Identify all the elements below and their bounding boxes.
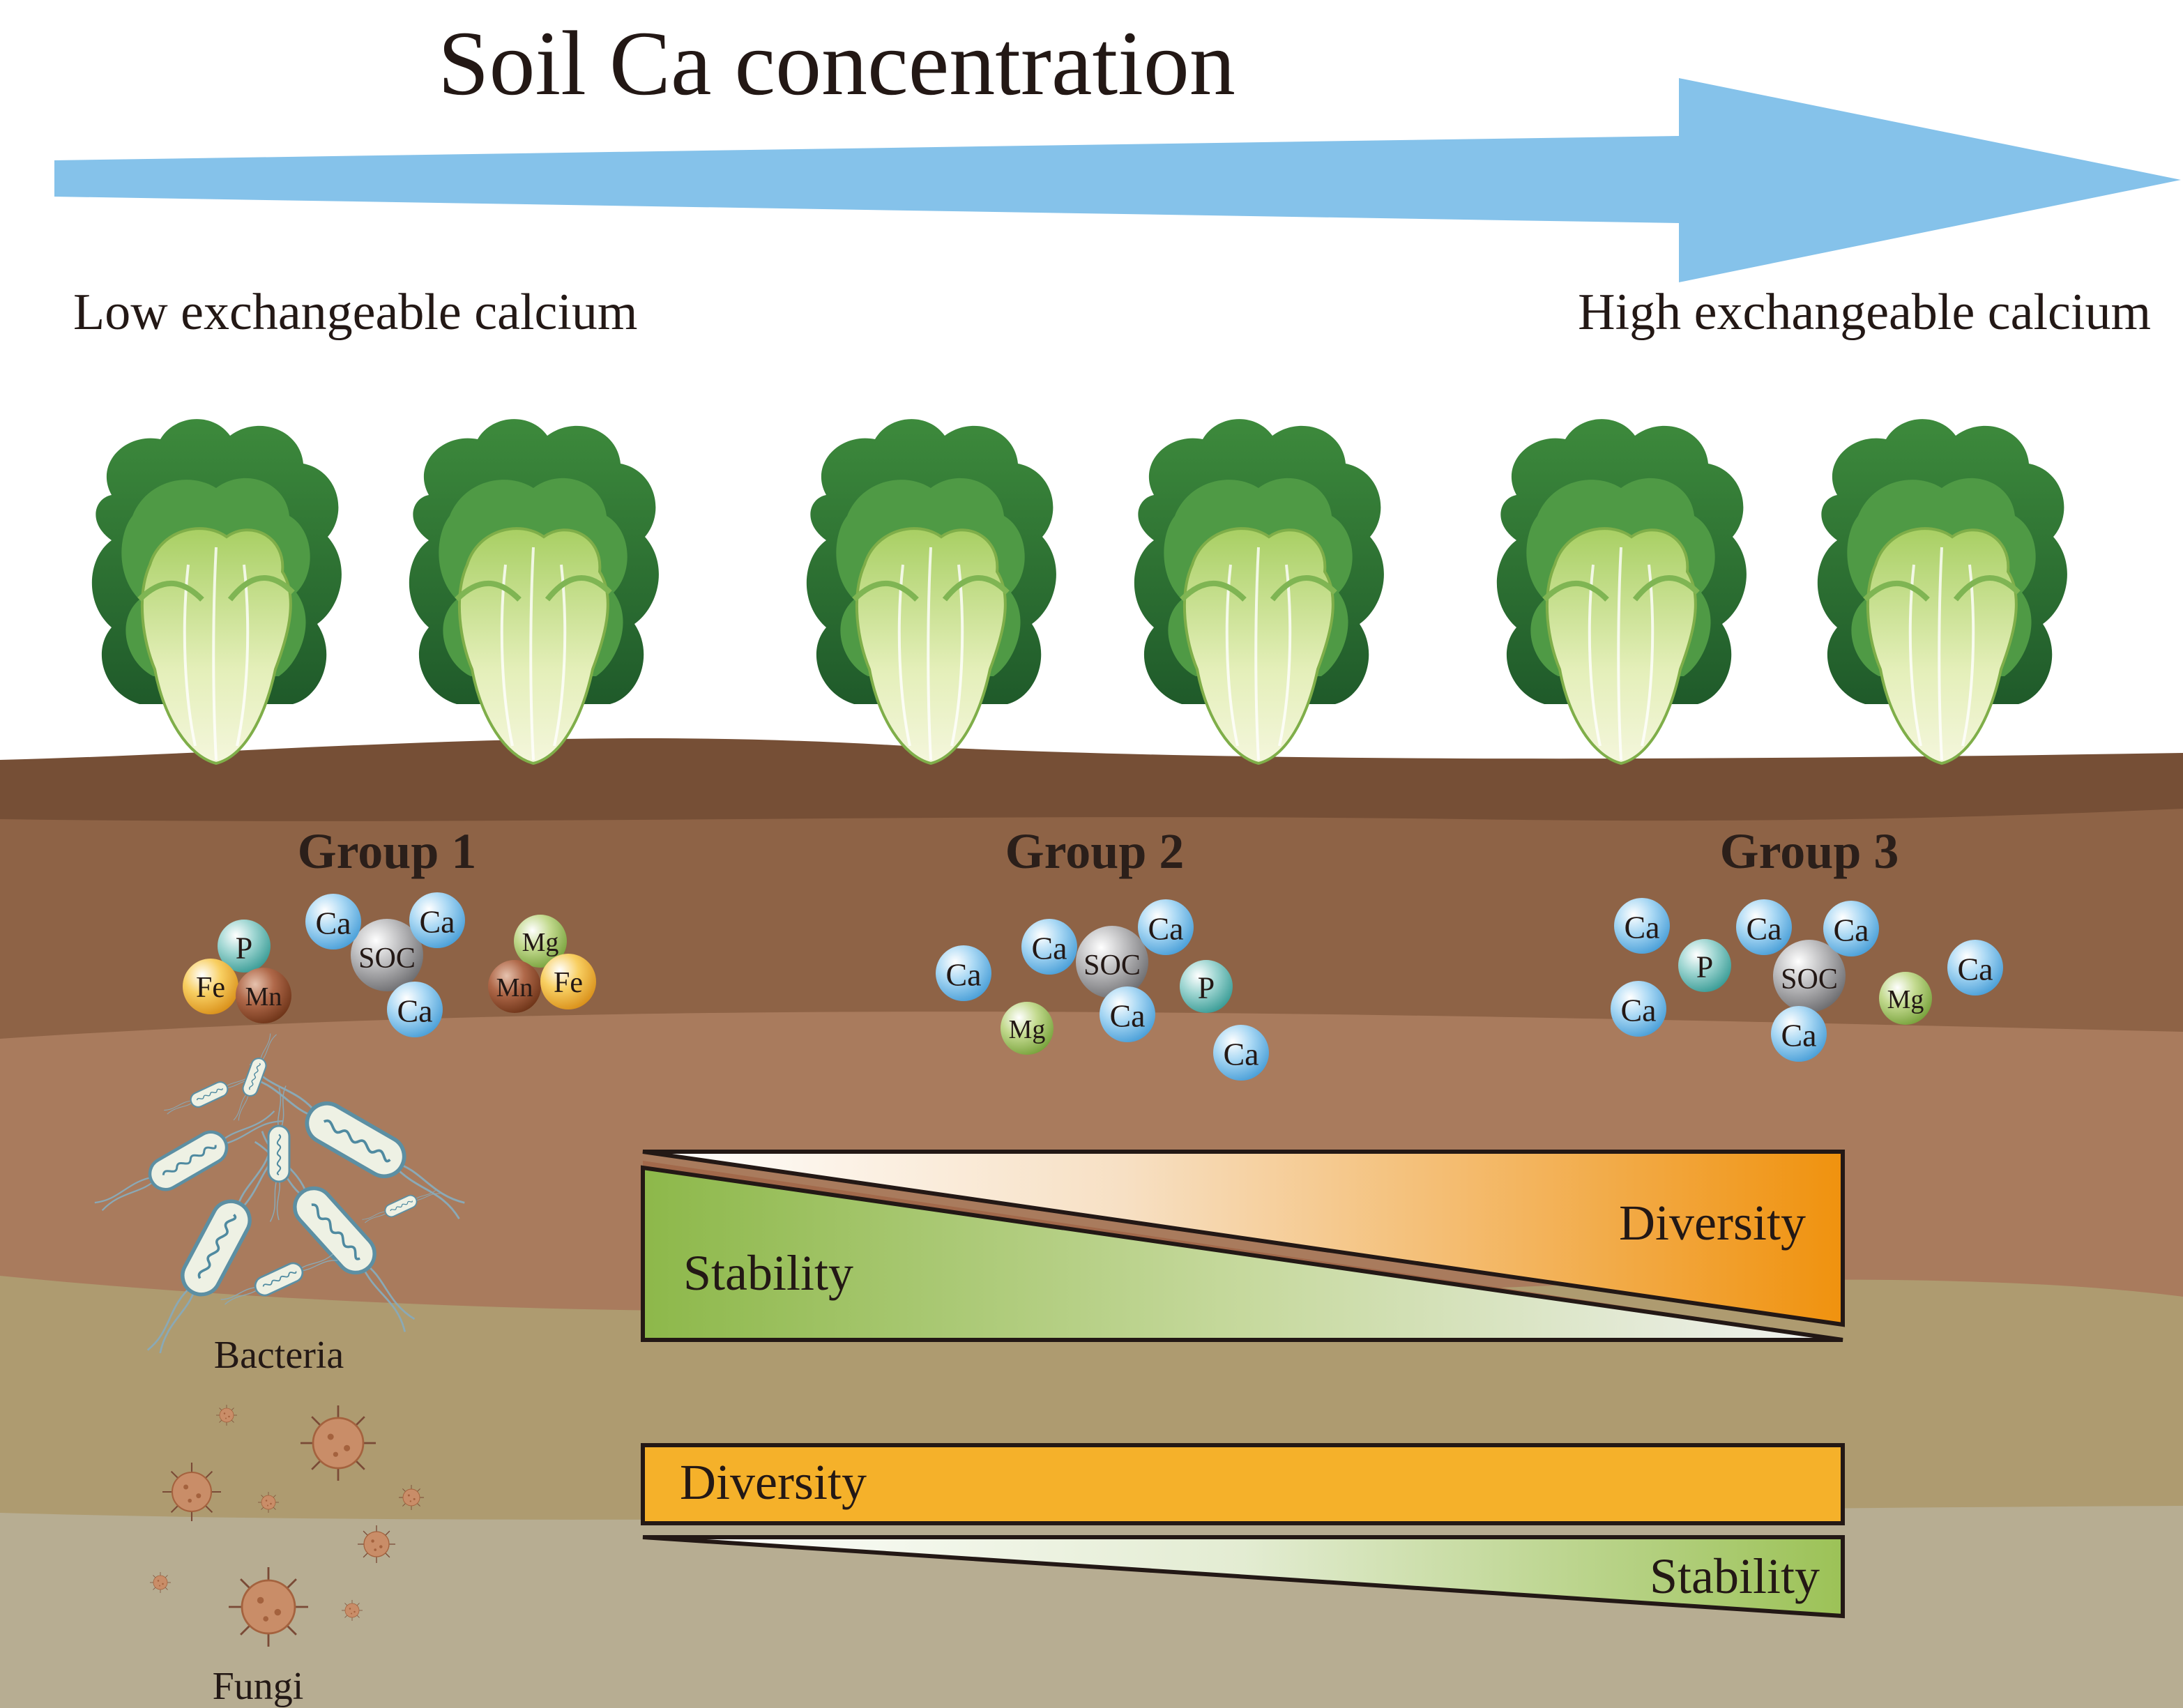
- ion-ca: Ca: [1746, 911, 1781, 947]
- bacteria-diversity-wedge: [642, 1150, 1845, 1327]
- ion-ca: Ca: [419, 904, 455, 940]
- ion-ca: Ca: [1957, 952, 1993, 987]
- fungi-diversity-label: Diversity: [680, 1454, 867, 1510]
- ion-ca: Ca: [1620, 993, 1656, 1028]
- fungi-diversity-bar: [641, 1443, 1845, 1525]
- ion-ca: Ca: [1833, 913, 1869, 948]
- ion-mg: Mg: [1009, 1015, 1046, 1044]
- cabbage-icon: [92, 419, 342, 763]
- fungi-stability-wedge: [642, 1535, 1845, 1619]
- ion-mg: Mg: [1887, 985, 1924, 1014]
- fungi-label: Fungi: [213, 1665, 304, 1708]
- ion-ca: Ca: [1781, 1018, 1816, 1053]
- low-calcium-label: Low exchangeable calcium: [73, 284, 637, 341]
- fungi-stability-label: Stability: [1650, 1548, 1820, 1604]
- ion-ca: Ca: [1109, 998, 1145, 1034]
- bacteria-stability-wedge: [641, 1165, 1843, 1342]
- ion-p: P: [1198, 971, 1215, 1005]
- fungus-spore-icon: [257, 1491, 280, 1513]
- ion-ca: Ca: [945, 957, 981, 993]
- arrow-right-icon: [54, 78, 2181, 282]
- ion-ca: Ca: [315, 906, 351, 941]
- fungus-spore-icon: [341, 1599, 363, 1622]
- ion-mn: Mn: [496, 973, 533, 1002]
- ion-fe: Fe: [196, 972, 225, 1004]
- cabbage-icon: [1134, 419, 1384, 763]
- ion-mn: Mn: [245, 982, 282, 1012]
- cabbage-icon: [1818, 419, 2067, 763]
- fungi-trend-panel: Diversity Stability: [641, 1443, 1845, 1619]
- ion-soc: SOC: [358, 943, 416, 975]
- ion-p: P: [236, 931, 252, 966]
- ion-soc: SOC: [1083, 950, 1141, 982]
- diagram-title: Soil Ca concentration: [438, 12, 1235, 114]
- fungus-spore-icon: [227, 1566, 310, 1648]
- bacteria-label: Bacteria: [214, 1334, 344, 1377]
- bacteria-diversity-label: Diversity: [1619, 1195, 1806, 1251]
- ion-soc: SOC: [1781, 963, 1838, 996]
- group-3-ions: SOC Ca Ca Ca P Ca Ca Mg Ca: [1611, 898, 2003, 1062]
- bacteria-stability-label: Stability: [683, 1245, 853, 1301]
- ion-mg: Mg: [522, 928, 559, 957]
- group-2-label: Group 2: [1005, 823, 1185, 879]
- fungus-spore-icon: [149, 1571, 172, 1594]
- ion-ca: Ca: [1223, 1037, 1258, 1072]
- cabbage-icon: [807, 419, 1056, 763]
- ion-fe: Fe: [554, 967, 583, 999]
- cabbage-icon: [1497, 419, 1747, 763]
- ion-ca: Ca: [1148, 911, 1183, 947]
- ion-ca: Ca: [397, 993, 432, 1029]
- group-3-label: Group 3: [1720, 823, 1899, 879]
- cabbage-icon: [409, 419, 659, 763]
- ion-ca: Ca: [1031, 931, 1067, 966]
- bacteria-trend-panel: Stability Diversity: [641, 1150, 1845, 1342]
- fungus-spore-icon: [215, 1404, 238, 1426]
- group-1-label: Group 1: [298, 823, 477, 879]
- group-1-ions: SOC Ca Ca Ca P Fe Mn Mg Mn Fe: [183, 892, 596, 1037]
- group-2-ions: SOC Ca Ca Ca Ca P Mg Ca: [936, 899, 1269, 1081]
- ion-p: P: [1696, 950, 1713, 984]
- fungus-spore-icon: [357, 1525, 396, 1564]
- ion-ca: Ca: [1624, 910, 1659, 945]
- high-calcium-label: High exchangeable calcium: [1578, 284, 2151, 341]
- fungus-spore-icon: [161, 1461, 222, 1523]
